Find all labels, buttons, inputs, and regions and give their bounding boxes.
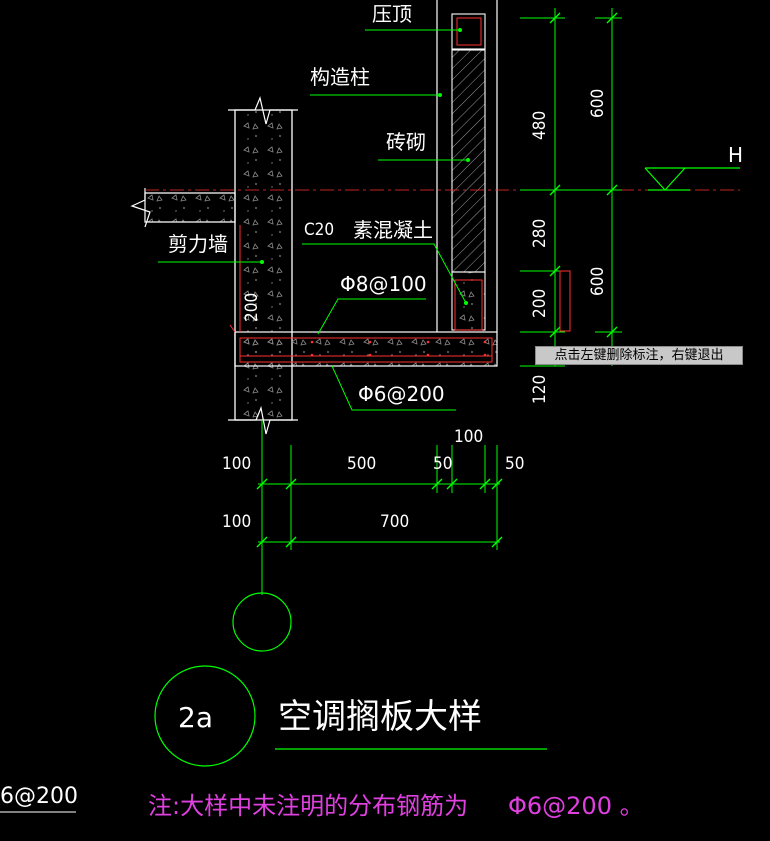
vertical-dimensions (520, 8, 622, 367)
horizontal-dimensions (256, 420, 503, 595)
shelf-slab (234, 331, 498, 367)
label-column: 构造柱 (310, 65, 370, 89)
dim-200-wall: 200 (242, 292, 262, 322)
axis-bubble (232, 592, 292, 652)
label-brick: 砖砌 (386, 130, 426, 154)
floor-slab (130, 188, 236, 228)
label-rebar-main: Φ8@100 (340, 272, 427, 296)
label-top-cap: 压顶 (372, 2, 412, 26)
label-plain-concrete: 素混凝土 (353, 218, 433, 242)
dim-480: 480 (530, 110, 550, 140)
label-level-mark: H (728, 143, 744, 167)
dim-700: 700 (380, 512, 410, 532)
status-tooltip: 点击左键删除标注，右键退出 (535, 346, 743, 365)
dim-100-top: 100 (454, 427, 484, 447)
dim-600-upper: 600 (588, 88, 608, 118)
level-line (145, 167, 740, 191)
note-rebar: Φ6@200 。 (508, 792, 644, 820)
label-shear-wall: 剪力墙 (168, 232, 228, 256)
note-text: 注:大样中未注明的分布钢筋为 (148, 792, 469, 820)
leaders (158, 29, 468, 411)
title-bubble (154, 665, 256, 767)
dim-100-left-b: 100 (222, 512, 252, 532)
dim-50-a: 50 (433, 454, 453, 474)
left-fragment: 6@200 (0, 784, 78, 809)
dim-500: 500 (347, 454, 377, 474)
dim-100-left-a: 100 (222, 454, 252, 474)
detail-number: 2a (178, 701, 213, 734)
leader-dots (260, 28, 470, 305)
detail-title: 空调搁板大样 (278, 697, 482, 737)
label-rebar-dist: Φ6@200 (358, 382, 445, 406)
dim-280: 280 (530, 218, 550, 248)
shear-wall (228, 96, 298, 435)
dim-50-b: 50 (505, 454, 525, 474)
dim-120: 120 (530, 374, 550, 404)
label-concrete-grade: C20 (304, 220, 335, 240)
dim-600-lower: 600 (588, 266, 608, 296)
dim-200: 200 (530, 288, 550, 318)
